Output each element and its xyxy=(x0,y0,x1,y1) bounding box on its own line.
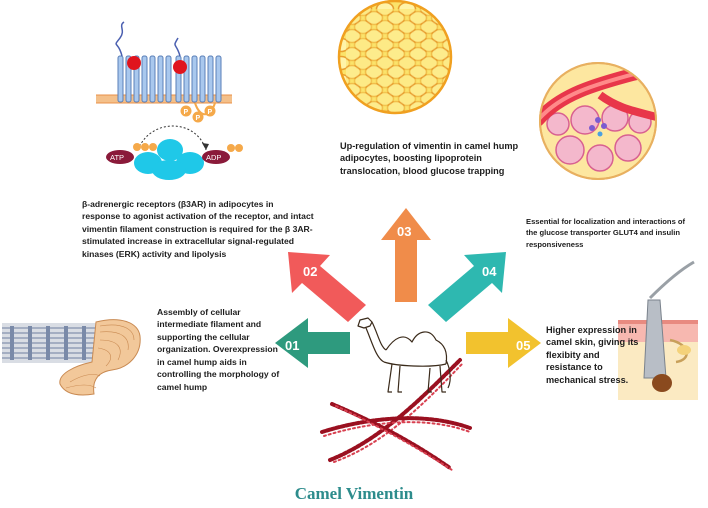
camel-icon xyxy=(357,317,451,393)
arrow-04-label: 04 xyxy=(482,264,497,279)
arrow-03: 03 xyxy=(381,208,431,302)
diagram-title: Camel Vimentin xyxy=(294,484,414,503)
atp-adp-enzyme-image: ATP ADP xyxy=(106,125,243,180)
description-04: Essential for localization and interacti… xyxy=(526,217,686,249)
description-02: β-adrenergic receptors (β3AR) in adipocy… xyxy=(82,199,314,259)
description-05: Higher expression in camel skin, giving … xyxy=(546,325,639,385)
adp-label: ADP xyxy=(206,153,221,162)
arrow-03-label: 03 xyxy=(397,224,411,239)
intermediate-filament-bundle-image xyxy=(2,319,141,396)
arrow-02: 02 xyxy=(288,252,366,322)
arrow-05: 05 xyxy=(466,318,541,368)
description-01: Assembly of cellular intermediate filame… xyxy=(157,307,280,392)
skin-hair-follicle-image xyxy=(618,260,698,400)
arrow-04: 04 xyxy=(428,252,506,322)
atp-label: ATP xyxy=(110,153,124,162)
phosphate-label: P xyxy=(208,109,213,116)
arrow-01-label: 01 xyxy=(285,338,299,353)
phosphate-label: P xyxy=(196,115,201,122)
phosphate-label: P xyxy=(184,109,189,116)
arrow-05-label: 05 xyxy=(516,338,530,353)
description-03: Up-regulation of vimentin in camel hump … xyxy=(340,141,519,176)
blood-vessel-tissue-image xyxy=(539,62,657,180)
arrow-02-label: 02 xyxy=(303,264,317,279)
vimentin-filament-image xyxy=(320,358,472,471)
adipocyte-tissue-image xyxy=(337,0,453,115)
arrow-01: 01 xyxy=(275,318,350,368)
receptor-membrane-image: P P P xyxy=(96,21,232,123)
